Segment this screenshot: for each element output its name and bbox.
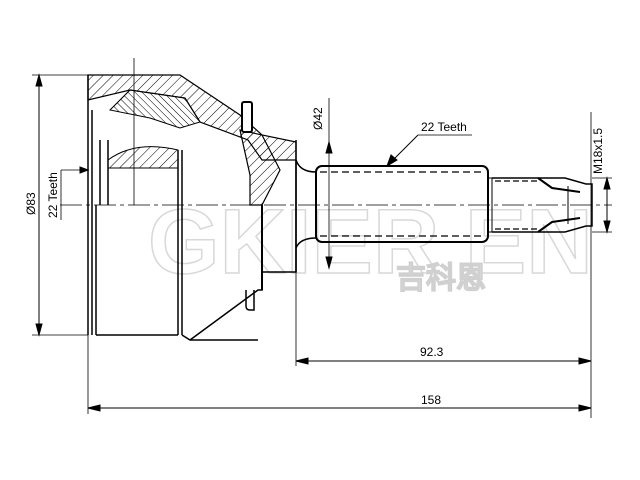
bell-housing — [87, 75, 317, 341]
dim-inner-spline-label: 22 Teeth — [46, 172, 60, 218]
dim-shaft-length: 92.3 — [295, 272, 592, 366]
dim-shaft-spline-label: 22 Teeth — [421, 120, 467, 134]
dim-overall-length-label: 158 — [421, 393, 441, 407]
dim-shaft-length-label: 92.3 — [420, 345, 444, 359]
outer-race — [87, 74, 297, 206]
dim-seal-diameter-label: Ø42 — [311, 107, 325, 130]
dim-outer-diameter-label: Ø83 — [24, 192, 38, 215]
dim-inner-spline: 22 Teeth — [46, 166, 90, 220]
dim-seal-diameter: Ø42 — [311, 98, 333, 270]
dim-thread-label: M18x1.5 — [591, 128, 605, 174]
threaded-end — [492, 177, 593, 233]
watermark-chinese: 吉科恩 — [396, 261, 486, 296]
dim-thread: M18x1.5 — [590, 112, 612, 418]
shaft-spline — [315, 165, 493, 243]
dim-outer-diameter: Ø83 — [24, 73, 88, 337]
dim-overall-length: 158 — [87, 335, 592, 414]
dim-shaft-spline: 22 Teeth — [386, 120, 472, 168]
watermark: GKIER EN 吉科恩 — [147, 190, 593, 296]
